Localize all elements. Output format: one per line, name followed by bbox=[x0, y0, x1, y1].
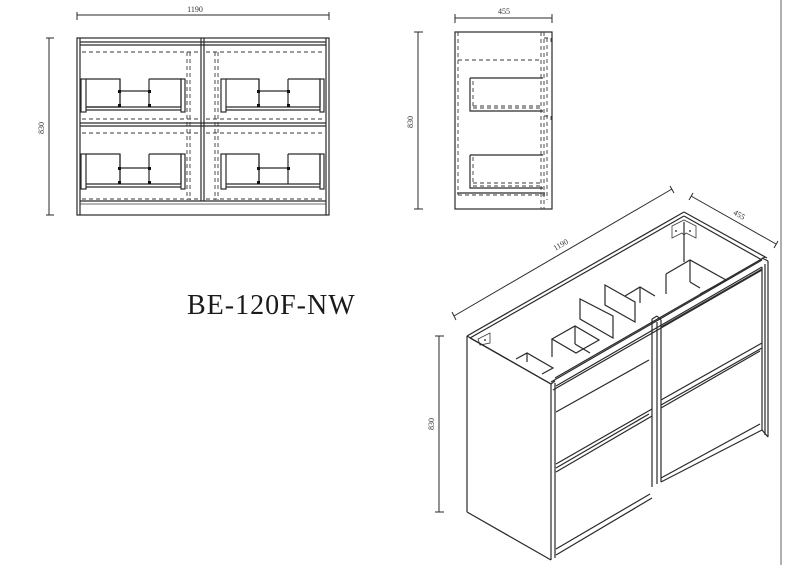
side-height-dimension: 830 bbox=[406, 31, 423, 210]
iso-divider-2 bbox=[604, 283, 636, 324]
side-view: 455 830 bbox=[406, 7, 553, 210]
iso-height-dimension: 830 bbox=[427, 335, 444, 513]
iso-drawer-box-2 bbox=[550, 325, 601, 357]
iso-depth-label: 455 bbox=[732, 208, 747, 222]
side-height-label: 830 bbox=[406, 116, 415, 128]
isometric-view: 1190 455 830 bbox=[427, 185, 779, 561]
iso-drawer-box-3 bbox=[624, 286, 656, 303]
front-view: 1190 830 bbox=[37, 5, 330, 216]
iso-drawer-box-4 bbox=[665, 259, 728, 295]
front-height-dimension: 830 bbox=[37, 37, 54, 216]
front-drawer-bottom-right bbox=[220, 153, 325, 190]
model-code: BE-120F-NW bbox=[187, 290, 356, 321]
iso-width-dimension: 1190 bbox=[451, 185, 675, 321]
iso-drawer-box-1 bbox=[515, 352, 555, 375]
front-drawer-bottom-left bbox=[80, 153, 186, 190]
side-depth-label: 455 bbox=[498, 7, 510, 16]
side-depth-dimension: 455 bbox=[454, 7, 553, 23]
iso-height-label: 830 bbox=[427, 418, 436, 430]
front-height-label: 830 bbox=[37, 122, 46, 134]
iso-divider-1 bbox=[579, 298, 614, 340]
front-width-label: 1190 bbox=[187, 5, 203, 14]
front-width-dimension: 1190 bbox=[76, 5, 330, 20]
front-drawer-top-right bbox=[220, 78, 325, 113]
front-drawer-top-left bbox=[80, 78, 186, 113]
